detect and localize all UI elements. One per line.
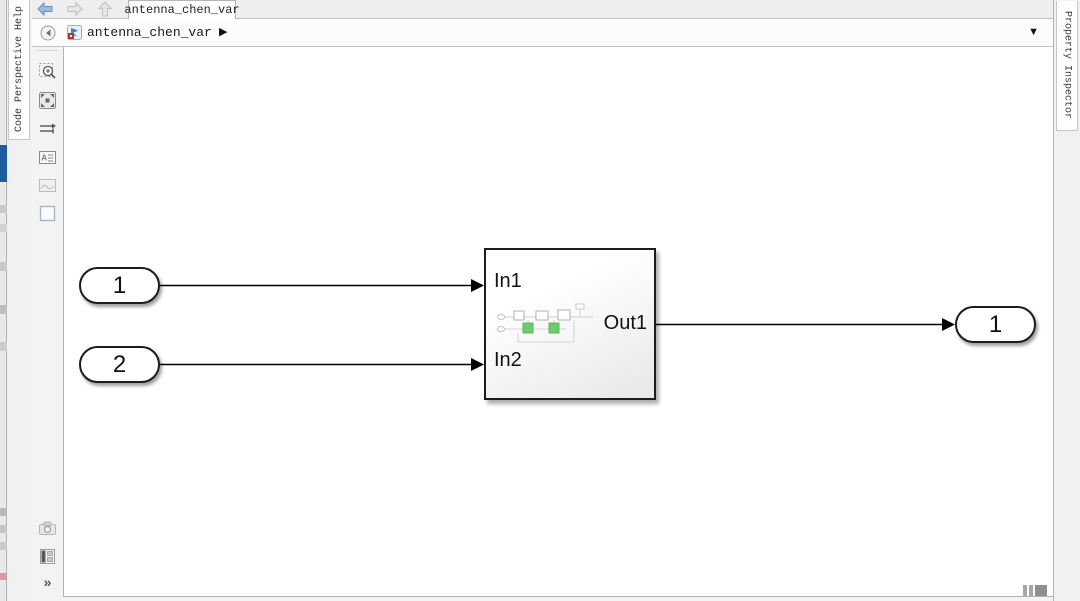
- palette-expand-button[interactable]: »: [43, 574, 52, 590]
- screenshot-icon[interactable]: [37, 518, 58, 539]
- forward-button[interactable]: [66, 1, 84, 17]
- outport-1-label: 1: [988, 310, 1003, 338]
- model-browser-icon[interactable]: [37, 546, 58, 567]
- background-fragment: [0, 262, 7, 271]
- background-fragment: [0, 573, 7, 580]
- tab-property-inspector-label: Property Inspector: [1061, 11, 1073, 120]
- breadcrumb-caret-icon[interactable]: ▶: [219, 26, 228, 38]
- diagram-canvas[interactable]: 1 2 1 In1 In2 Out1: [63, 47, 1054, 597]
- breadcrumb-dropdown-icon[interactable]: ▼: [1028, 26, 1039, 38]
- fit-to-view-icon[interactable]: [37, 90, 58, 111]
- background-app-sliver: [0, 0, 7, 601]
- collapse-circle-button[interactable]: [40, 25, 56, 41]
- document-tab-bar: antenna_chen_var: [32, 0, 1053, 19]
- back-button[interactable]: [36, 1, 54, 17]
- left-dock-strip: Code Perspective Help: [7, 0, 32, 601]
- background-fragment: [0, 224, 7, 232]
- signal-lines-layer[interactable]: [64, 47, 1054, 596]
- background-fragment: [0, 508, 7, 516]
- model-editor: antenna_chen_var antenna_chen_var ▶ ▼: [32, 0, 1054, 601]
- simulink-model-icon: [67, 25, 82, 40]
- tab-code-perspective-help[interactable]: Code Perspective Help: [8, 0, 30, 140]
- subsystem-block[interactable]: In1 In2 Out1: [484, 248, 656, 400]
- background-fragment: [0, 542, 7, 550]
- tab-antenna-chen-var[interactable]: antenna_chen_var: [124, 0, 240, 19]
- breadcrumb-bar: antenna_chen_var ▶ ▼: [32, 19, 1053, 47]
- inport-block-1[interactable]: 1: [79, 267, 160, 304]
- pane-resize-grip[interactable]: [1023, 585, 1049, 596]
- background-fragment: [0, 525, 7, 533]
- tab-property-inspector[interactable]: Property Inspector: [1056, 1, 1078, 131]
- outport-block-1[interactable]: 1: [955, 306, 1036, 343]
- palette-separator: [37, 50, 58, 51]
- tab-antenna-chen-var-label: antenna_chen_var: [124, 3, 240, 17]
- svg-text:A: A: [42, 154, 48, 163]
- background-fragment: [0, 205, 7, 213]
- image-icon[interactable]: [37, 175, 58, 196]
- zoom-icon[interactable]: [37, 61, 58, 82]
- inport-2-label: 2: [112, 350, 127, 378]
- right-dock-strip: Property Inspector: [1053, 0, 1080, 601]
- annotation-icon[interactable]: A: [37, 147, 58, 168]
- up-button[interactable]: [96, 1, 114, 17]
- area-box-icon[interactable]: [37, 203, 58, 224]
- subsystem-port-in1-label: In1: [494, 270, 522, 292]
- background-fragment: [0, 145, 7, 182]
- background-fragment: [0, 342, 7, 351]
- background-fragment: [0, 305, 7, 314]
- breadcrumb-model-name[interactable]: antenna_chen_var: [87, 25, 212, 40]
- inport-1-label: 1: [112, 271, 127, 299]
- inport-block-2[interactable]: 2: [79, 346, 160, 383]
- subsystem-port-out1-label: Out1: [603, 312, 647, 334]
- signal-arrows-icon[interactable]: [37, 118, 58, 139]
- subsystem-port-in2-label: In2: [494, 349, 522, 371]
- tab-code-perspective-help-label: Code Perspective Help: [13, 6, 25, 133]
- subsystem-contents-thumbnail: [497, 303, 593, 343]
- editor-palette: A: [32, 47, 63, 601]
